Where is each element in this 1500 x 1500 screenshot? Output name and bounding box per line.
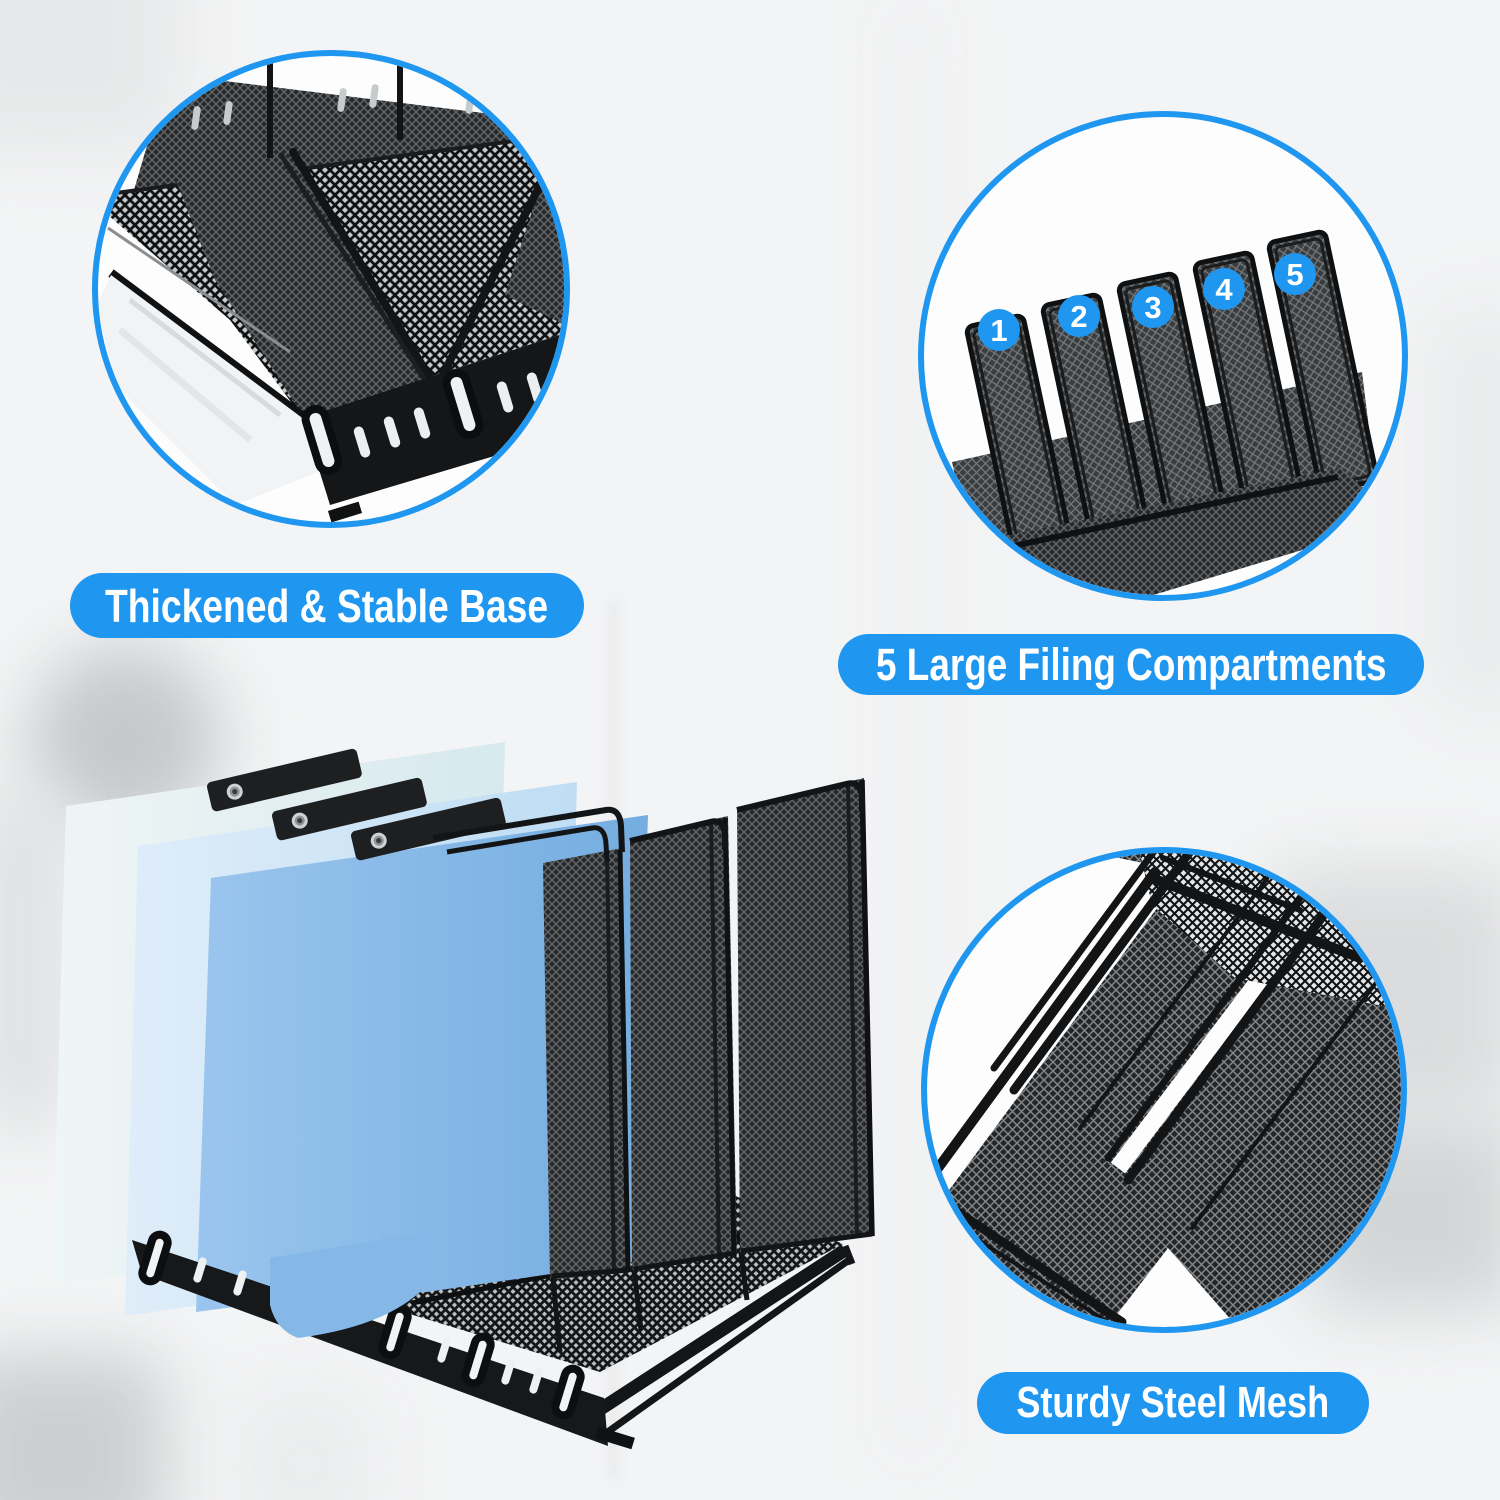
svg-text:3: 3 [1144, 290, 1161, 325]
svg-text:5: 5 [1286, 257, 1303, 292]
svg-text:4: 4 [1215, 272, 1233, 307]
svg-text:2: 2 [1070, 299, 1087, 334]
svg-text:1: 1 [990, 313, 1007, 348]
